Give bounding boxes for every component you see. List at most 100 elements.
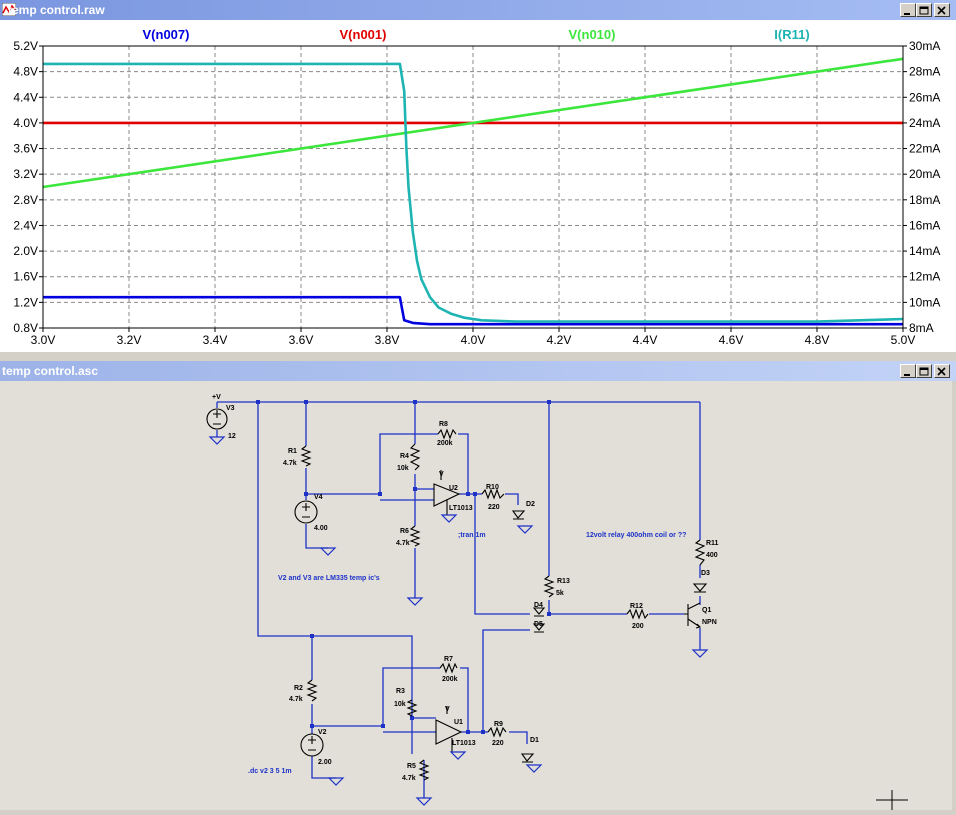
schematic-components: [206, 408, 708, 781]
schematic-label-r8val: 200k: [437, 440, 453, 447]
legend-entry: I(R11): [774, 27, 809, 42]
y-left-tick-label: 4.4V: [13, 90, 38, 104]
schematic-label-r3: R3: [396, 688, 405, 695]
schematic-label-v3: V3: [226, 405, 235, 412]
schematic-drawing[interactable]: V312+VR14.7kV44.00R8200kR410kVU2LT1013R1…: [0, 381, 952, 810]
schematic-window-titlebar[interactable]: temp control.asc: [0, 361, 956, 381]
crosshair-cursor-icon: [876, 790, 908, 810]
y-left-tick-label: 3.2V: [13, 167, 38, 181]
schematic-label-r6val: 4.7k: [396, 540, 410, 547]
legend-entry: V(n007): [143, 27, 190, 42]
schematic-label-v2: V2: [318, 729, 327, 736]
minimize-icon: [904, 13, 910, 15]
y-left-tick-label: 5.2V: [13, 39, 38, 53]
y-right-tick-label: 22mA: [909, 142, 940, 156]
schematic-label-u1: U1: [454, 719, 463, 726]
legend-entry: V(n001): [340, 27, 387, 42]
schematic-label-r4: R4: [400, 453, 409, 460]
minimize-button[interactable]: [900, 364, 916, 378]
schematic-label-r13: R13: [557, 578, 570, 585]
schematic-label-plusv: +V: [212, 394, 221, 401]
maximize-button[interactable]: [916, 364, 932, 378]
schematic-label-r11val: 400: [706, 552, 718, 559]
schematic-label-r9: R9: [494, 721, 503, 728]
x-tick-label: 3.8V: [375, 333, 400, 347]
schematic-label-r6: R6: [400, 528, 409, 535]
y-right-tick-label: 28mA: [909, 65, 940, 79]
schematic-label-d1: D1: [530, 737, 539, 744]
plot-window-title: temp control.raw: [8, 3, 105, 17]
y-right-tick-label: 12mA: [909, 270, 940, 284]
schematic-label-r1val: 4.7k: [283, 460, 297, 467]
schematic-label-r4val: 10k: [397, 465, 409, 472]
legend-entry: V(n010): [569, 27, 616, 42]
x-tick-label: 4.2V: [547, 333, 572, 347]
maximize-icon: [919, 6, 929, 15]
y-right-tick-label: 16mA: [909, 218, 940, 232]
schematic-label-tran: ;tran 1m: [458, 532, 486, 539]
schematic-label-v4val: 4.00: [314, 525, 328, 532]
plot-window-titlebar[interactable]: temp control.raw: [0, 0, 956, 20]
schematic-label-r3val: 10k: [394, 701, 406, 708]
close-button[interactable]: [934, 3, 950, 17]
schematic-label-q1part: NPN: [702, 619, 717, 626]
waveform-plot-area[interactable]: 3.0V 3.2V 3.4V 3.6V 3.8V 4.0V 4.2V 4.4V 4.6V 4.8V…: [0, 20, 956, 352]
schematic-label-r13val: 5k: [556, 590, 564, 597]
minimize-icon: [904, 374, 910, 376]
schematic-label-r9val: 220: [492, 740, 504, 747]
schematic-label-u2v: V: [439, 471, 444, 478]
x-tick-label: 4.4V: [633, 333, 658, 347]
schematic-label-u1v: V: [445, 706, 450, 713]
schematic-label-u2: U2: [449, 485, 458, 492]
series-line-vn010: [42, 57, 904, 189]
y-left-tick-label: 3.6V: [13, 142, 38, 156]
close-icon: [937, 6, 946, 15]
y-right-tick-label: 26mA: [909, 90, 940, 104]
schematic-label-r10: R10: [486, 484, 499, 491]
y-right-tick-label: 10mA: [909, 295, 940, 309]
schematic-label-r2: R2: [294, 685, 303, 692]
y-left-tick-label: 2.4V: [13, 218, 38, 232]
schematic-label-r12: R12: [630, 603, 643, 610]
close-icon: [937, 367, 946, 376]
x-tick-label: 3.2V: [117, 333, 142, 347]
ground-symbols: [209, 436, 708, 806]
x-tick-label: 3.0V: [31, 333, 56, 347]
schematic-label-r1: R1: [288, 448, 297, 455]
x-tick-label: 5.0V: [891, 333, 916, 347]
minimize-button[interactable]: [900, 3, 916, 17]
schematic-label-d3: D3: [701, 570, 710, 577]
waveform-chart[interactable]: 3.0V 3.2V 3.4V 3.6V 3.8V 4.0V 4.2V 4.4V 4.6V 4.8V…: [0, 20, 956, 352]
maximize-button[interactable]: [916, 3, 932, 17]
schematic-label-u2part: LT1013: [449, 505, 473, 512]
plot-window[interactable]: temp control.raw 3.0V 3.2V 3.4V 3.6V 3.8V 4.0…: [0, 0, 956, 360]
y-left-tick-label: 4.0V: [13, 116, 38, 130]
schematic-label-r2val: 4.7k: [289, 696, 303, 703]
x-tick-label: 4.0V: [461, 333, 486, 347]
schematic-label-u1part: LT1013: [452, 740, 476, 747]
schematic-label-d4: D4: [534, 602, 543, 609]
y-right-tick-label: 20mA: [909, 167, 940, 181]
schematic-label-q1: Q1: [702, 607, 711, 614]
y-right-tick-label: 30mA: [909, 39, 940, 53]
series-line-ir11: [43, 62, 904, 323]
schematic-label-r7: R7: [444, 656, 453, 663]
close-button[interactable]: [934, 364, 950, 378]
waveform-app-icon: [2, 3, 16, 16]
schematic-window-title: temp control.asc: [2, 364, 99, 378]
y-right-tick-label: 8mA: [909, 321, 934, 335]
series-line-vn007: [43, 295, 903, 326]
schematic-label-dc: .dc v2 3 5 1m: [248, 768, 292, 775]
y-left-tick-label: 4.8V: [13, 65, 38, 79]
schematic-label-v3val: 12: [228, 433, 236, 440]
schematic-label-r5val: 4.7k: [402, 775, 416, 782]
y-left-tick-label: 2.0V: [13, 244, 38, 258]
y-left-tick-label: 0.8V: [13, 321, 38, 335]
schematic-label-d5: D5: [534, 621, 543, 628]
x-tick-label: 3.6V: [289, 333, 314, 347]
y-left-tick-label: 2.8V: [13, 193, 38, 207]
x-tick-label: 4.6V: [719, 333, 744, 347]
schematic-label-v4: V4: [314, 494, 323, 501]
x-tick-label: 3.4V: [203, 333, 228, 347]
